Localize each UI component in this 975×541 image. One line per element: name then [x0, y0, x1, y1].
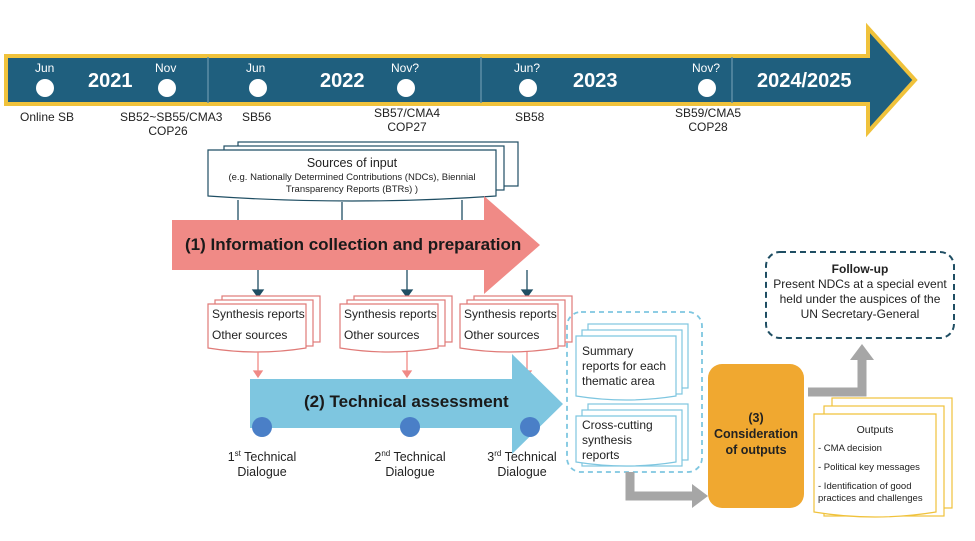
- timeline-dot: [36, 79, 54, 97]
- timeline-dot: [698, 79, 716, 97]
- followup-box: [765, 251, 955, 339]
- month-label: Nov?: [391, 61, 420, 75]
- year-label: 2022: [320, 70, 365, 92]
- timeline-dot: [158, 79, 176, 97]
- gray-arrow-2: [808, 358, 867, 397]
- sources-title: Sources of input: [306, 156, 398, 170]
- year-label: 2024/2025: [757, 70, 852, 92]
- phase2-arrow: [250, 354, 563, 454]
- month-label: Jun: [35, 61, 55, 75]
- sources-detail: (e.g. Nationally Determined Contribution…: [228, 172, 476, 195]
- year-label: 2021: [88, 70, 133, 92]
- month-label: Nov?: [692, 61, 721, 75]
- outputs-title: Outputs: [856, 424, 894, 436]
- timeline-arrow: [4, 22, 918, 138]
- event-label: SB58: [515, 110, 545, 124]
- timeline-dot: [519, 79, 537, 97]
- event-label: Online SB: [20, 110, 75, 124]
- dialogue-dot: [520, 417, 540, 437]
- outputs-box: [813, 413, 937, 518]
- timeline-dot: [249, 79, 267, 97]
- followup-text: Follow-up Present NDCs at a special even…: [773, 262, 947, 321]
- phase1-arrow: [172, 196, 540, 294]
- crosscut-box: [575, 415, 677, 467]
- year-label: 2023: [573, 70, 618, 92]
- synthesis-box-front: [207, 303, 307, 353]
- event-label: SB56: [242, 110, 272, 124]
- month-label: Jun: [246, 61, 266, 75]
- phase1-label: (1) Information collection and preparati…: [185, 235, 522, 254]
- phase2-label: (2) Technical assessment: [304, 392, 509, 411]
- gray-arrow-1: [625, 472, 694, 501]
- dialogue-dot: [252, 417, 272, 437]
- month-label: Nov: [155, 61, 177, 75]
- timeline-dot: [397, 79, 415, 97]
- outputs-list: - CMA decision - Political key messages …: [818, 443, 923, 504]
- phase3-box: [708, 364, 804, 508]
- dialogue-dot: [400, 417, 420, 437]
- summary-box: [575, 335, 677, 401]
- month-label: Jun?: [514, 61, 541, 75]
